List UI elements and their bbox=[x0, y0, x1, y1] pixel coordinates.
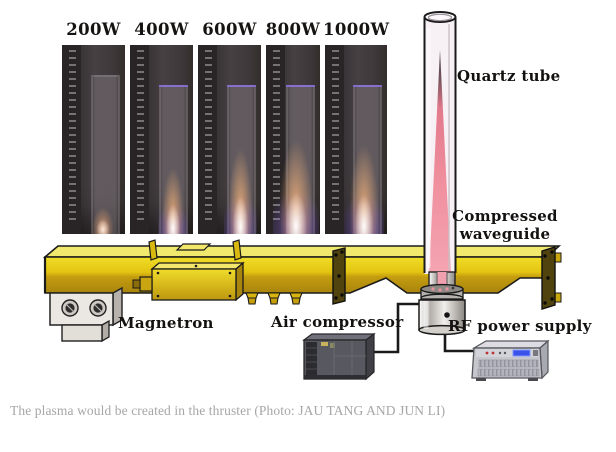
plasma-photo-1000w bbox=[325, 45, 387, 234]
power-label-200w: 200W bbox=[66, 20, 121, 39]
plasma-flame bbox=[91, 198, 115, 234]
plasma-flame bbox=[158, 152, 188, 234]
tuning-stubs bbox=[245, 292, 303, 305]
plasma-flame bbox=[224, 128, 257, 234]
plasma-photo-400w bbox=[130, 45, 193, 234]
magnetron bbox=[49, 286, 123, 343]
plasma-photo-800w bbox=[266, 45, 320, 234]
ruler-scale bbox=[198, 45, 217, 234]
compressed-waveguide-label: Compressed waveguide bbox=[449, 207, 561, 243]
thruster bbox=[418, 271, 466, 336]
waveguide bbox=[42, 239, 562, 310]
photo-caption: The plasma would be created in the thrus… bbox=[10, 403, 446, 418]
air-compressor-label: Air compressor bbox=[271, 313, 404, 331]
rf-power-supply bbox=[471, 339, 550, 381]
quartz-tube bbox=[423, 11, 457, 274]
plasma-cone bbox=[429, 50, 451, 274]
connection-lines bbox=[372, 302, 478, 354]
magnetron-port-icon bbox=[89, 299, 107, 317]
rf-power-supply-label: RF power supply bbox=[448, 317, 592, 335]
plasma-photo-600w bbox=[198, 45, 261, 234]
mid-flange bbox=[332, 247, 346, 305]
compressed-waveguide-label-line2: waveguide bbox=[459, 225, 551, 243]
power-label-1000w: 1000W bbox=[323, 20, 390, 39]
ruler-scale bbox=[325, 45, 344, 234]
ruler-scale bbox=[62, 45, 81, 234]
plasma-flame bbox=[273, 118, 319, 234]
compressed-waveguide-label-line1: Compressed bbox=[452, 207, 558, 225]
end-flange bbox=[541, 246, 562, 310]
power-label-800w: 800W bbox=[265, 20, 321, 39]
air-line bbox=[372, 302, 419, 354]
display-screen bbox=[512, 349, 531, 357]
power-label-400w: 400W bbox=[134, 20, 189, 39]
ruler-scale bbox=[130, 45, 149, 234]
quartz-tube-label: Quartz tube bbox=[457, 67, 561, 85]
magnetron-port-icon bbox=[61, 299, 79, 317]
coupler-box bbox=[132, 261, 245, 302]
power-label-600w: 600W bbox=[202, 20, 257, 39]
plasma-photo-200w bbox=[62, 45, 125, 234]
magnetron-label: Magnetron bbox=[118, 314, 214, 332]
air-compressor bbox=[302, 332, 376, 381]
rf-line bbox=[443, 330, 478, 353]
plasma-flame bbox=[344, 124, 384, 234]
